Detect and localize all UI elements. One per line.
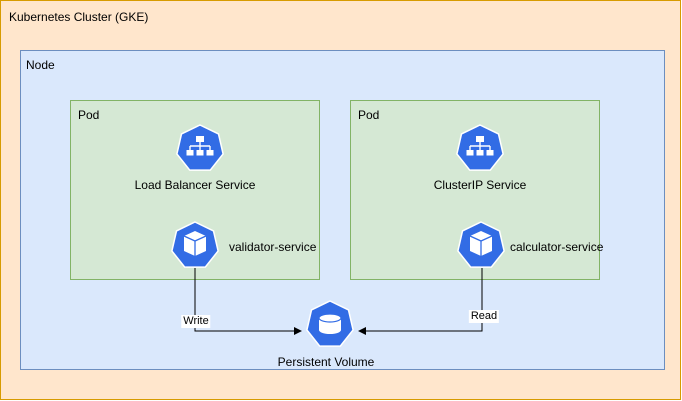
pod-label-validator: validator-service bbox=[229, 240, 317, 254]
write-connector bbox=[194, 268, 302, 335]
k8s-service-icon bbox=[176, 124, 224, 171]
k8s-pod-icon bbox=[171, 221, 219, 268]
pod-label-calculator: calculator-service bbox=[510, 240, 604, 254]
k8s-pod-icon bbox=[457, 221, 505, 268]
service-label-clusterip: ClusterIP Service bbox=[433, 178, 527, 192]
service-label-load-balancer: Load Balancer Service bbox=[134, 178, 256, 192]
cluster-title: Kubernetes Cluster (GKE) bbox=[9, 10, 149, 24]
read-connector bbox=[358, 268, 483, 335]
volume-label: Persistent Volume bbox=[277, 355, 375, 369]
edge-label-read: Read bbox=[468, 310, 500, 323]
node-title: Node bbox=[26, 58, 55, 72]
pod-title-validator: Pod bbox=[78, 108, 100, 122]
pod-title-calculator: Pod bbox=[358, 108, 380, 122]
k8s-service-icon bbox=[456, 124, 504, 171]
k8s-persistent-volume-icon bbox=[306, 300, 354, 347]
edge-label-write: Write bbox=[181, 315, 211, 328]
